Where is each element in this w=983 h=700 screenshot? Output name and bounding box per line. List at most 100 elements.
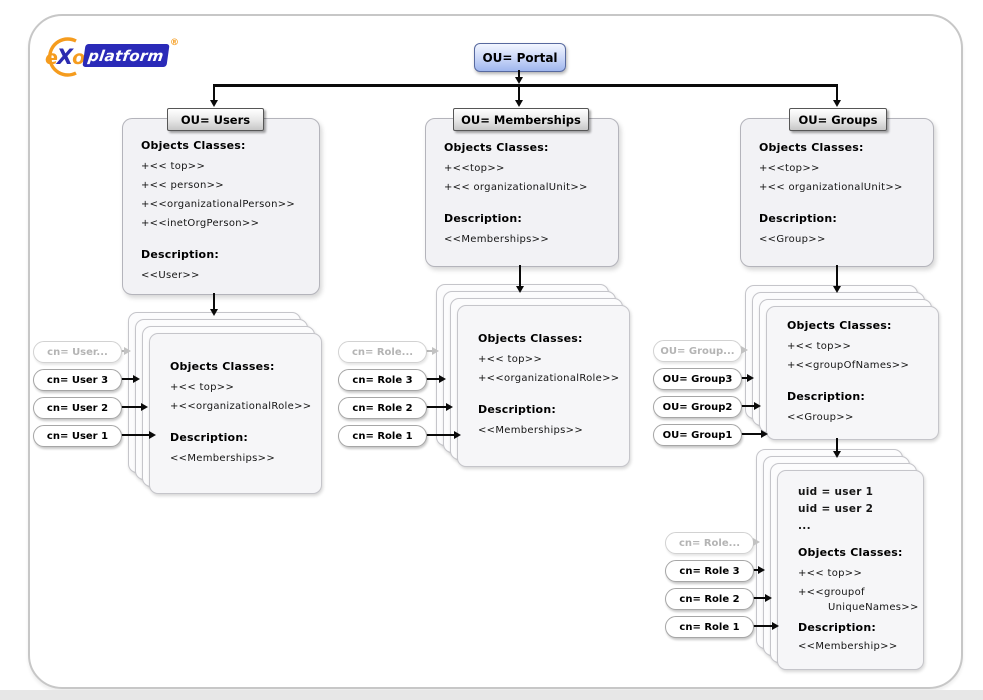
users-class-line: +<<inetOrgPerson>> bbox=[141, 218, 260, 229]
connector-groups-drop bbox=[836, 87, 838, 101]
logo-swoosh-icon bbox=[48, 37, 77, 77]
memberships-card-description-value: <<Memberships>> bbox=[478, 425, 584, 436]
groups-card-class-line: +<<groupOfNames>> bbox=[787, 360, 910, 371]
memberships-class-line: +<< organizationalUnit>> bbox=[444, 182, 588, 193]
logo-platform-text: platform bbox=[87, 46, 165, 65]
arrowhead-groups-role-more bbox=[753, 538, 760, 546]
arrowhead-role-more bbox=[432, 347, 439, 355]
arrowhead-memberships-drop bbox=[515, 100, 523, 107]
arrowhead-portal-down bbox=[515, 77, 523, 84]
connector-user-3 bbox=[120, 378, 133, 380]
arrowhead-user-more bbox=[124, 347, 131, 355]
connector-groups-role-2 bbox=[752, 597, 765, 599]
connector-memberships-stack bbox=[519, 265, 521, 287]
arrowhead-groups-role-1 bbox=[772, 622, 779, 630]
connector-group-1 bbox=[740, 433, 761, 435]
pill-ou-group-1: OU= Group1 bbox=[653, 424, 742, 446]
pill-groups-cn-role-more: cn= Role... bbox=[665, 532, 754, 554]
memberships-description-label: Description: bbox=[444, 212, 522, 225]
arrowhead-user-1 bbox=[149, 431, 156, 439]
users-class-line: +<<organizationalPerson>> bbox=[141, 199, 296, 210]
roles-card-classes-label: Objects Classes: bbox=[798, 546, 903, 559]
card-uid-ellipsis: ... bbox=[798, 520, 811, 532]
arrowhead-groups-role-3 bbox=[758, 566, 765, 574]
groups-card-front: Objects Classes: +<< top>> +<<groupOfNam… bbox=[766, 306, 939, 440]
connector-branch-bar bbox=[213, 84, 838, 87]
connector-groups-role-3 bbox=[752, 569, 758, 571]
groups-roles-card-front: uid = user 1 uid = user 2 ... Objects Cl… bbox=[777, 470, 924, 670]
pill-cn-user-more: cn= User... bbox=[33, 341, 122, 363]
arrowhead-groups-stack1 bbox=[833, 286, 841, 293]
pill-cn-role-more: cn= Role... bbox=[338, 341, 427, 363]
pill-ou-group-2: OU= Group2 bbox=[653, 396, 742, 418]
arrowhead-role-3 bbox=[439, 375, 446, 383]
node-ou-users-box: Objects Classes: +<< top>> +<< person>> … bbox=[122, 118, 320, 295]
users-card-description-value: <<Memberships>> bbox=[170, 453, 276, 464]
groups-card-classes-label: Objects Classes: bbox=[787, 319, 892, 332]
logo-platform-box: platform bbox=[82, 44, 170, 67]
pill-cn-role-3: cn= Role 3 bbox=[338, 369, 427, 391]
users-card-stack: Objects Classes: +<< top>> +<<organizati… bbox=[128, 312, 322, 494]
arrowhead-group-2 bbox=[754, 402, 761, 410]
arrowhead-groups-stack2 bbox=[833, 451, 841, 458]
pill-cn-user-1: cn= User 1 bbox=[33, 425, 122, 447]
users-classes-label: Objects Classes: bbox=[141, 139, 246, 152]
users-card-description-label: Description: bbox=[170, 431, 248, 444]
roles-card-description-value: <<Membership>> bbox=[798, 641, 898, 652]
pill-cn-user-2: cn= User 2 bbox=[33, 397, 122, 419]
pill-ou-group-3: OU= Group3 bbox=[653, 368, 742, 390]
arrowhead-role-2 bbox=[446, 403, 453, 411]
groups-card-class-line: +<< top>> bbox=[787, 341, 852, 352]
memberships-card-class-line: +<<organizationalRole>> bbox=[478, 373, 620, 384]
node-ou-groups-header: OU= Groups bbox=[789, 108, 887, 131]
node-ou-memberships-header: OU= Memberships bbox=[453, 108, 589, 131]
connector-groups-stack1 bbox=[836, 265, 838, 287]
connector-user-more bbox=[120, 350, 125, 352]
pill-groups-cn-role-2: cn= Role 2 bbox=[665, 588, 754, 610]
page-bottom-edge bbox=[0, 690, 983, 700]
users-card-class-line: +<<organizationalRole>> bbox=[170, 401, 312, 412]
card-uid-line: uid = user 2 bbox=[798, 503, 874, 515]
connector-user-2 bbox=[120, 406, 141, 408]
groups-roles-card-stack: uid = user 1 uid = user 2 ... Objects Cl… bbox=[756, 449, 924, 670]
groups-class-line: +<< organizationalUnit>> bbox=[759, 182, 903, 193]
memberships-card-description-label: Description: bbox=[478, 403, 556, 416]
groups-card-stack: Objects Classes: +<< top>> +<<groupOfNam… bbox=[745, 285, 939, 440]
registered-trademark-icon: ® bbox=[170, 38, 179, 48]
logo-letter-o: o bbox=[72, 47, 85, 69]
connector-groups-role-1 bbox=[752, 625, 772, 627]
exo-platform-logo: eXo platform ® bbox=[36, 36, 186, 78]
users-card-front: Objects Classes: +<< top>> +<<organizati… bbox=[149, 333, 322, 494]
connector-role-1 bbox=[425, 434, 454, 436]
pill-cn-role-1: cn= Role 1 bbox=[338, 425, 427, 447]
groups-classes-label: Objects Classes: bbox=[759, 141, 864, 154]
pill-cn-role-2: cn= Role 2 bbox=[338, 397, 427, 419]
arrowhead-role-1 bbox=[454, 431, 461, 439]
connector-group-2 bbox=[740, 405, 754, 407]
pill-cn-user-3: cn= User 3 bbox=[33, 369, 122, 391]
connector-role-2 bbox=[425, 406, 446, 408]
arrowhead-user-2 bbox=[141, 403, 148, 411]
roles-card-class-line: +<< top>> bbox=[798, 568, 863, 579]
arrowhead-memberships-stack bbox=[516, 286, 524, 293]
memberships-description-value: <<Memberships>> bbox=[444, 234, 550, 245]
groups-card-description-value: <<Group>> bbox=[787, 412, 854, 423]
arrowhead-group-1 bbox=[761, 430, 768, 438]
arrowhead-users-stack bbox=[210, 309, 218, 316]
logo-exo-text: eXo bbox=[45, 45, 85, 69]
node-ou-groups-box: Objects Classes: +<<top>> +<< organizati… bbox=[740, 118, 934, 267]
node-ou-users-header: OU= Users bbox=[167, 108, 264, 131]
arrowhead-groups-role-2 bbox=[765, 594, 772, 602]
users-description-value: <<User>> bbox=[141, 270, 200, 281]
roles-card-class-line-wrap: UniqueNames>> bbox=[828, 602, 919, 613]
groups-description-label: Description: bbox=[759, 212, 837, 225]
users-class-line: +<< top>> bbox=[141, 161, 206, 172]
connector-role-3 bbox=[425, 378, 439, 380]
pill-groups-cn-role-3: cn= Role 3 bbox=[665, 560, 754, 582]
groups-card-description-label: Description: bbox=[787, 390, 865, 403]
memberships-card-classes-label: Objects Classes: bbox=[478, 332, 583, 345]
connector-groups-stack2 bbox=[836, 438, 838, 452]
memberships-card-front: Objects Classes: +<< top>> +<<organizati… bbox=[457, 305, 630, 467]
roles-card-description-label: Description: bbox=[798, 621, 876, 634]
